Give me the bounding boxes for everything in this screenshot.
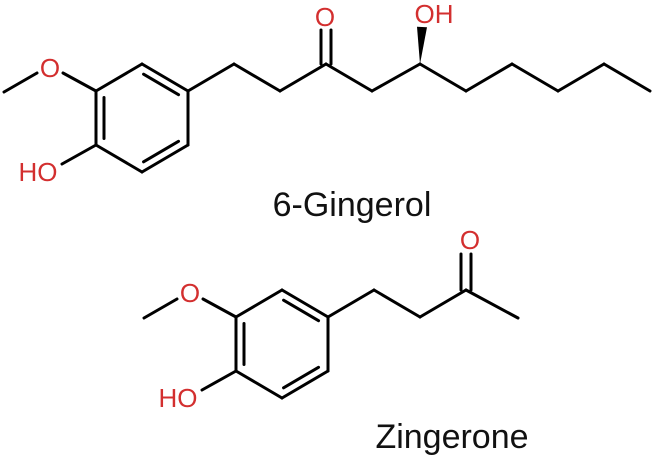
zingerone-methoxy-oxygen-label: O [180,278,200,308]
gingerol-ring-bond-4 [94,143,144,174]
zingerone-atom-labels: O HO O [159,225,481,413]
gingerol-ring-bond-1 [140,62,190,93]
zingerone-hydroxyl-label: HO [159,383,198,413]
gingerol-chain-bond-7 [464,62,514,93]
gingerol-alcohol-oh-label: OH [415,0,454,29]
gingerol-stereo-wedge-bond [417,26,427,64]
zingerone-ring-double-bond-1 [282,298,321,323]
zingerone-ring-to-methoxy-o-bond [201,297,238,319]
zingerone-chain-bond-2 [372,288,422,319]
gingerol-chain-bond-9 [556,62,606,93]
gingerol-chain-bond-10 [602,62,652,93]
gingerol-methoxy-oxygen-label: O [40,53,60,83]
gingerol-chain-bond-6 [418,62,468,93]
gingerol-chain-bond-5 [370,62,422,93]
zingerone-chain-bond-1 [326,288,376,319]
zingerone-ring-bond-6 [234,288,284,319]
gingerol-bonds [2,26,652,174]
zingerone-ketone-oxygen-label: O [460,225,480,255]
gingerol-hydroxyl-label: HO [19,157,58,187]
molecule-zingerone: O HO O Zingerone [142,225,529,456]
gingerol-chain-bond-1 [186,62,236,93]
zingerone-ring-bond-1 [280,288,330,319]
zingerone-ring-bond-3 [280,369,330,400]
zingerone-ring-to-hydroxyl-bond [200,369,238,392]
gingerol-atom-labels: O HO O OH [19,0,454,187]
gingerol-chain-bond-2 [232,62,282,93]
gingerol-ring-to-hydroxyl-bond [60,143,98,166]
gingerol-methoxy-methyl-bond [2,71,39,94]
gingerol-ring-double-bond-1 [142,72,181,97]
molecule-6-gingerol: O HO O OH 6-Gingerol [2,0,652,224]
zingerone-methoxy-methyl-bond [142,297,179,320]
gingerol-ketone-oxygen-label: O [315,2,335,32]
gingerol-chain-bond-3 [278,62,328,93]
gingerol-chain-bond-8 [510,62,560,93]
gingerol-ring-bond-3 [140,143,190,174]
zingerone-compound-name: Zingerone [375,418,528,456]
gingerol-ring-double-bond-2 [142,139,181,164]
zingerone-bonds [142,252,520,400]
gingerol-ring-to-methoxy-o-bond [61,71,98,93]
gingerol-chain-bond-4 [324,62,374,93]
gingerol-ring-bond-6 [94,62,144,93]
zingerone-ring-bond-4 [234,369,284,400]
zingerone-ring-double-bond-2 [282,365,321,390]
zingerone-chain-bond-3 [418,288,468,319]
gingerol-compound-name: 6-Gingerol [273,186,432,224]
zingerone-chain-bond-4 [464,288,520,320]
